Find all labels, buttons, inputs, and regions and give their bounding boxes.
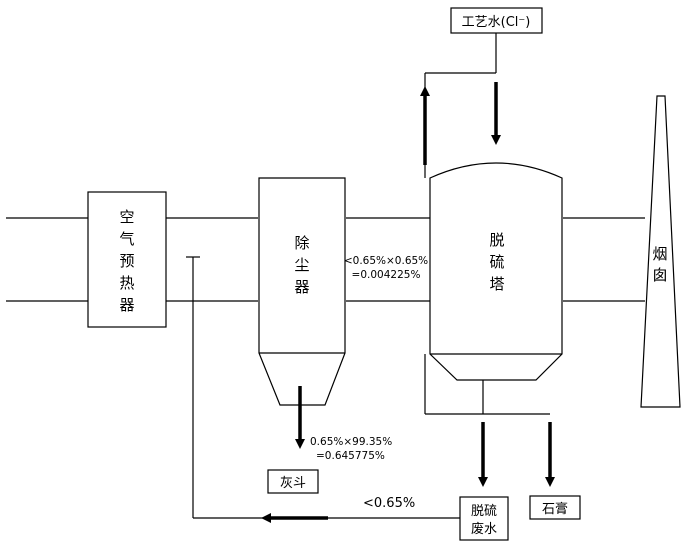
tower-char-1: 脱 (489, 231, 504, 249)
chimney-char-2: 囱 (652, 266, 667, 284)
tower-char-2: 硫 (489, 253, 504, 271)
hopper-annotation-line1: 0.65%×99.35% (310, 436, 392, 448)
dust-collector-char-2: 尘 (294, 256, 309, 274)
wastewater-recycle-line (186, 256, 460, 519)
chimney-char-1: 烟 (652, 245, 667, 263)
chimney-body (640, 95, 681, 408)
wastewater-box (459, 496, 509, 541)
dust-collector-char-3: 器 (294, 278, 309, 296)
between-annotation-line1: <0.65%×0.65% (344, 255, 428, 267)
wastewater-label-line2: 废水 (471, 521, 497, 537)
process-water-box (450, 7, 543, 34)
wastewater-label-line1: 脱硫 (471, 504, 497, 519)
process-water-label: 工艺水(Cl⁻) (462, 15, 531, 30)
gypsum-box (529, 495, 581, 520)
ash-hopper-box (267, 469, 319, 494)
air-preheater-char-4: 热 (119, 274, 134, 292)
air-preheater-char-1: 空 (119, 208, 134, 226)
tower-char-3: 塔 (489, 275, 504, 293)
flue-duct (6, 217, 645, 302)
desulfurization-tower-body (429, 162, 563, 381)
hopper-annotation-line2: =0.645775% (316, 450, 385, 462)
air-preheater-char-2: 气 (119, 230, 134, 248)
between-annotation-line2: =0.004225% (352, 269, 421, 281)
gypsum-label: 石膏 (542, 501, 568, 517)
recycle-annotation: <0.65% (363, 496, 415, 511)
air-preheater-char-5: 器 (119, 296, 134, 314)
dust-collector-char-1: 除 (294, 234, 309, 252)
air-preheater-char-3: 预 (119, 252, 134, 270)
ash-hopper-label: 灰斗 (280, 476, 306, 491)
air-preheater-box (87, 191, 167, 328)
